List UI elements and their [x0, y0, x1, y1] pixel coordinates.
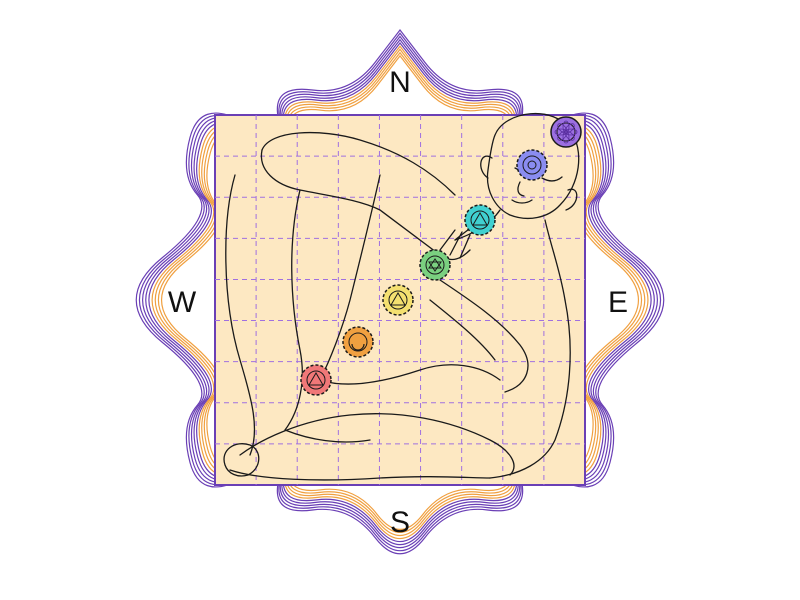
- lotus-ring: [135, 29, 665, 555]
- lotus-ring: [145, 38, 655, 546]
- chakra-root-icon: [300, 364, 332, 396]
- seated-figure-drawing: [223, 112, 580, 481]
- chakra-points: [300, 116, 582, 396]
- direction-south-label: S: [390, 506, 410, 539]
- chakra-sacral-icon: [342, 326, 374, 358]
- lotus-ring: [157, 51, 642, 533]
- chakra-heart-icon: [419, 249, 451, 281]
- lotus-ring: [142, 35, 658, 549]
- direction-west-label: W: [168, 286, 197, 319]
- chakra-crown-icon: [550, 116, 582, 148]
- lotus-ring: [154, 48, 646, 536]
- dashed-grid: [215, 115, 585, 485]
- lotus-ring: [148, 42, 652, 542]
- chakra-throat-icon: [464, 204, 496, 236]
- chakra-third-eye-icon: [516, 149, 548, 181]
- lotus-ring: [151, 45, 649, 539]
- chakra-solar-plexus-icon: [382, 284, 414, 316]
- direction-north-label: N: [389, 66, 411, 99]
- lotus-ring: [139, 32, 661, 552]
- direction-east-label: E: [608, 286, 628, 319]
